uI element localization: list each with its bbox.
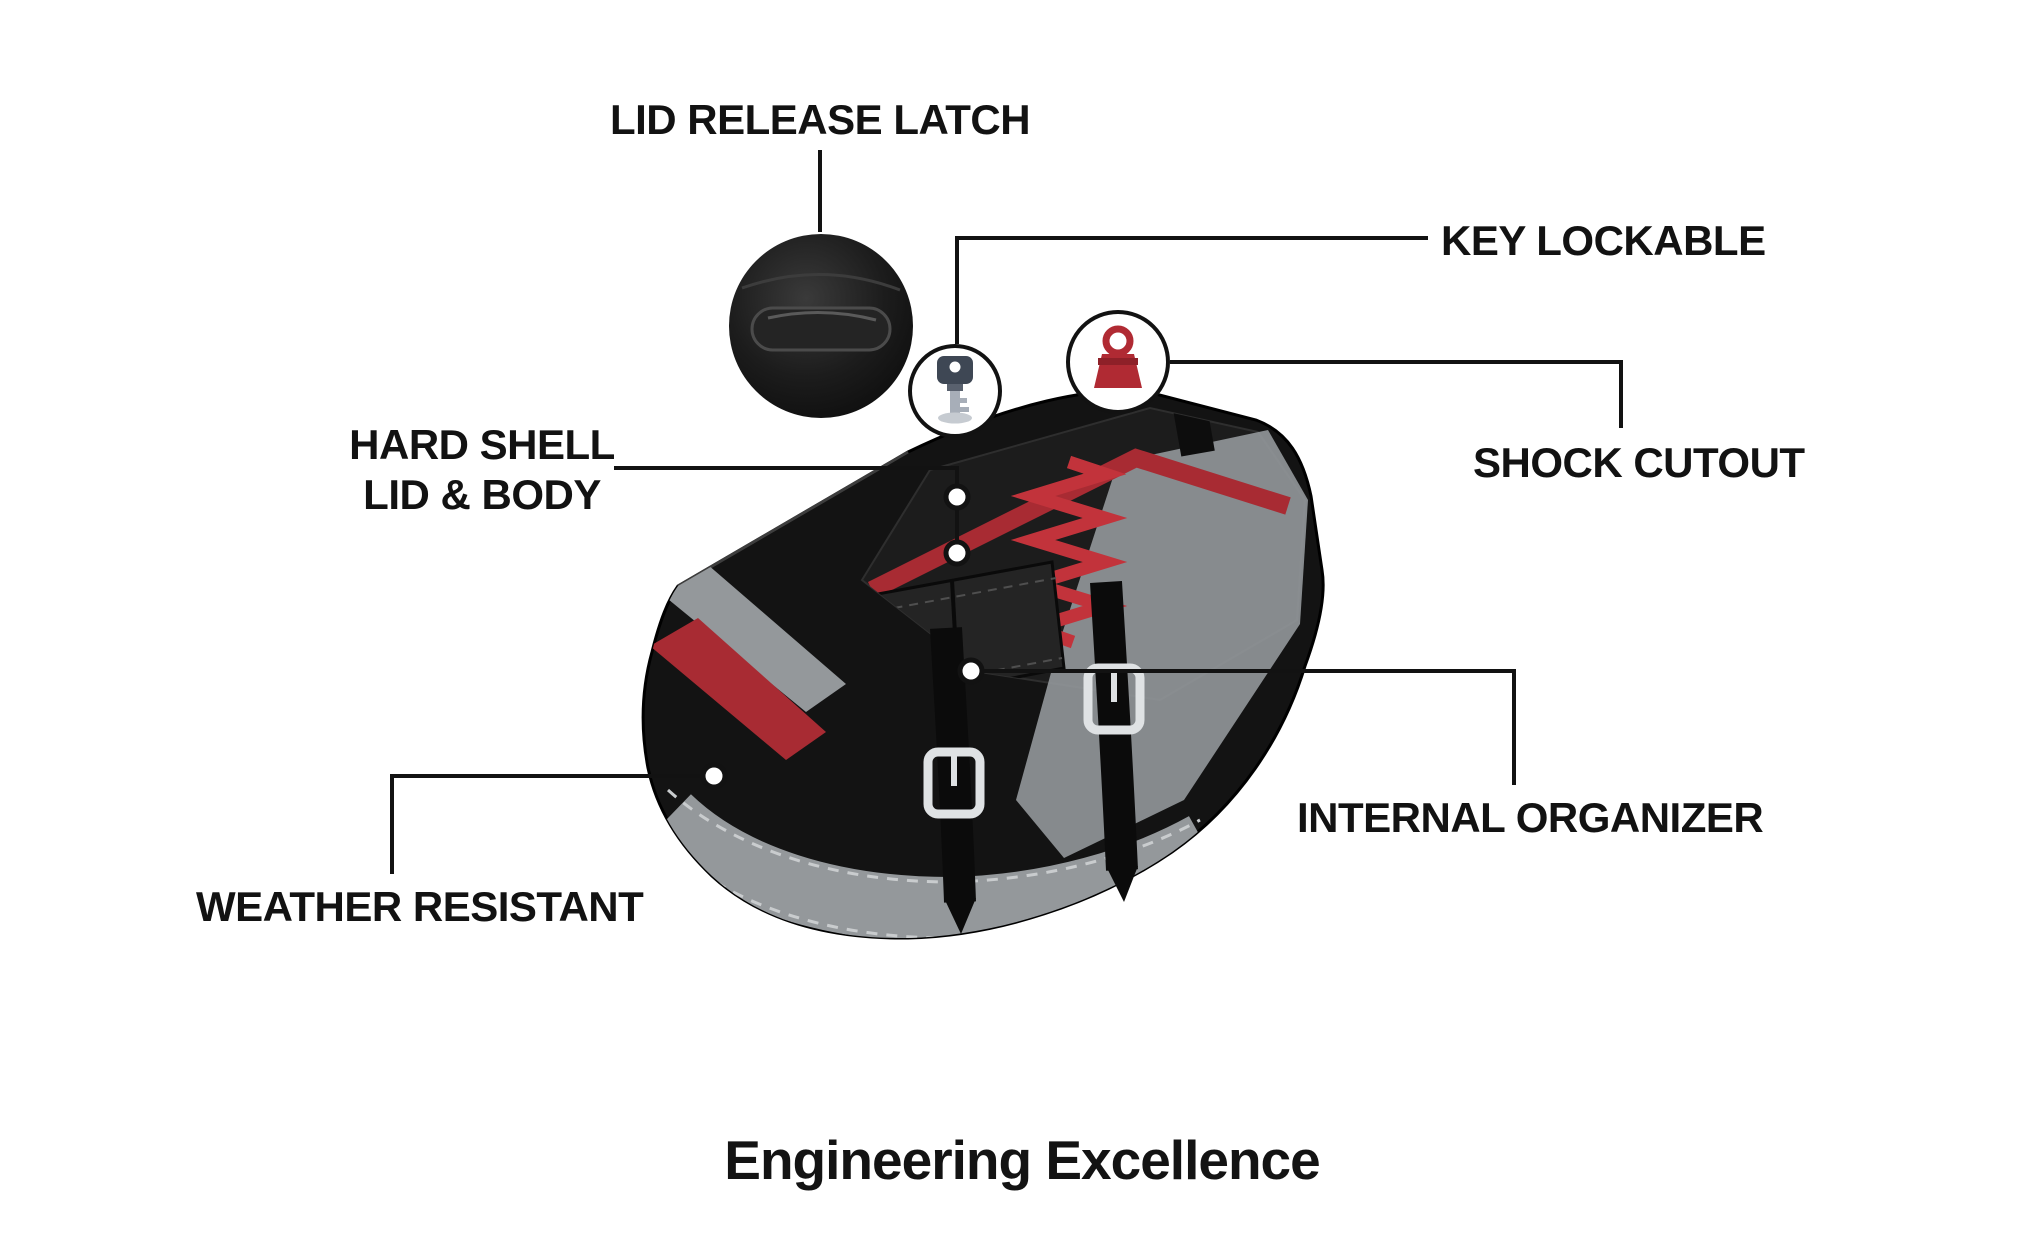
anchor-weather-resistant <box>700 762 728 790</box>
callout-lines <box>390 150 1623 874</box>
line-key-lockable <box>955 236 1428 344</box>
label-key-lockable: KEY LOCKABLE <box>1441 217 1766 264</box>
line-weather-resistant <box>390 774 704 874</box>
shock-spring <box>1010 455 1128 649</box>
label-hard-shell-lid-body: HARD SHELL LID & BODY <box>349 420 615 519</box>
gray-chevron-stripe <box>652 558 846 712</box>
lid-edge-highlight <box>677 450 909 588</box>
label-weather-resistant: WEATHER RESISTANT <box>196 883 644 930</box>
label-lid-release-latch: LID RELEASE LATCH <box>609 96 1031 143</box>
callout-anchor-dots <box>700 483 985 790</box>
label-hard-shell-line1: HARD SHELL <box>349 421 615 468</box>
buckle-left <box>923 747 985 819</box>
anchor-hard-shell-body <box>943 539 971 567</box>
strap-left <box>923 627 985 934</box>
interior-gray-panel <box>1016 430 1308 858</box>
red-chevron-stripe <box>650 618 826 760</box>
label-shock-cutout: SHOCK CUTOUT <box>1473 439 1805 486</box>
saddlebag-body <box>641 389 1325 940</box>
buckle-right <box>1083 663 1145 735</box>
strap-right <box>1083 581 1145 902</box>
diagram-title: Engineering Excellence <box>724 1129 1320 1191</box>
label-hard-shell-line2: LID & BODY <box>363 470 601 518</box>
key-icon <box>908 344 1002 438</box>
anchor-hard-shell-lid <box>943 483 971 511</box>
line-hard-shell <box>614 466 959 550</box>
anchor-internal-organizer <box>957 657 985 685</box>
shock-absorber-icon <box>1066 310 1170 414</box>
line-shock-cutout <box>1170 360 1623 428</box>
lid-latch-closeup-icon <box>729 234 913 418</box>
label-internal-organizer: INTERNAL ORGANIZER <box>1297 794 1764 841</box>
line-internal-organizer <box>982 669 1516 785</box>
